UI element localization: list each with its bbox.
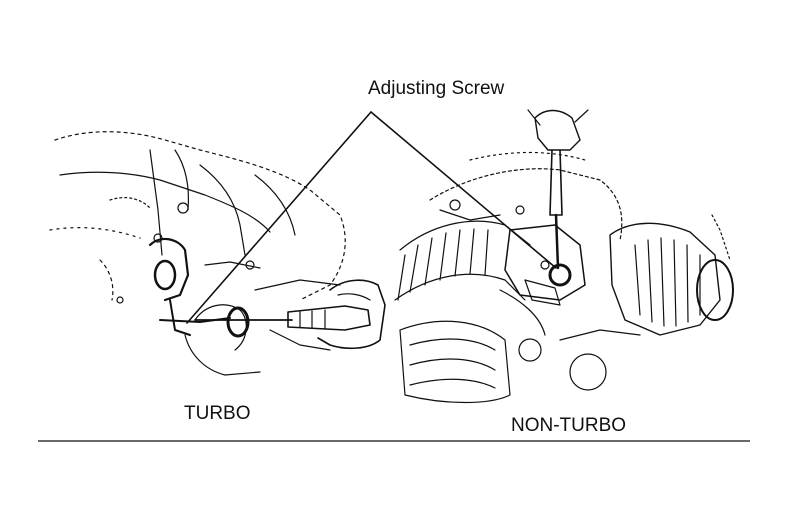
caption-turbo: TURBO bbox=[184, 403, 251, 424]
non-turbo-engine-illustration bbox=[394, 109, 734, 404]
turbo-engine-illustration bbox=[49, 131, 386, 376]
leader-line-turbo bbox=[186, 111, 372, 324]
callout-adjusting-screw-label: Adjusting Screw bbox=[368, 78, 505, 99]
caption-non-turbo: NON-TURBO bbox=[511, 415, 627, 436]
callout-leader-lines bbox=[186, 111, 557, 324]
leader-line-non-turbo bbox=[370, 111, 557, 269]
